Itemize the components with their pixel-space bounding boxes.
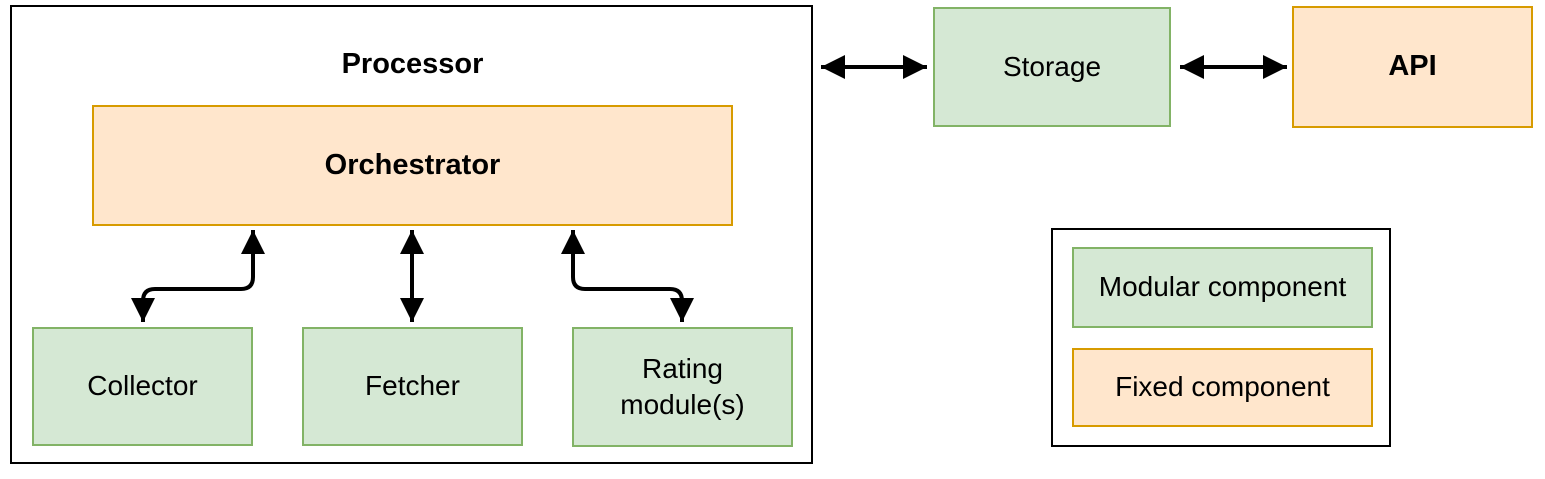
api-label: API	[1388, 50, 1437, 83]
api-box: API	[1292, 6, 1533, 128]
storage-box: Storage	[933, 7, 1171, 127]
rating-label: Rating module(s)	[620, 352, 745, 420]
legend-item-fixed: Fixed component	[1072, 348, 1373, 427]
storage-label: Storage	[1002, 50, 1102, 82]
module-box-rating: Rating module(s)	[572, 327, 793, 447]
legend-item-modular: Modular component	[1072, 247, 1373, 328]
legend-fixed-label: Fixed component	[1115, 371, 1330, 403]
orchestrator-label: Orchestrator	[324, 148, 501, 181]
collector-label: Collector	[87, 370, 198, 402]
fetcher-label: Fetcher	[365, 370, 460, 402]
orchestrator-box: Orchestrator	[92, 105, 733, 226]
module-box-collector: Collector	[32, 327, 253, 446]
legend-modular-label: Modular component	[1098, 271, 1347, 303]
processor-title: Processor	[341, 48, 484, 80]
module-box-fetcher: Fetcher	[302, 327, 523, 446]
